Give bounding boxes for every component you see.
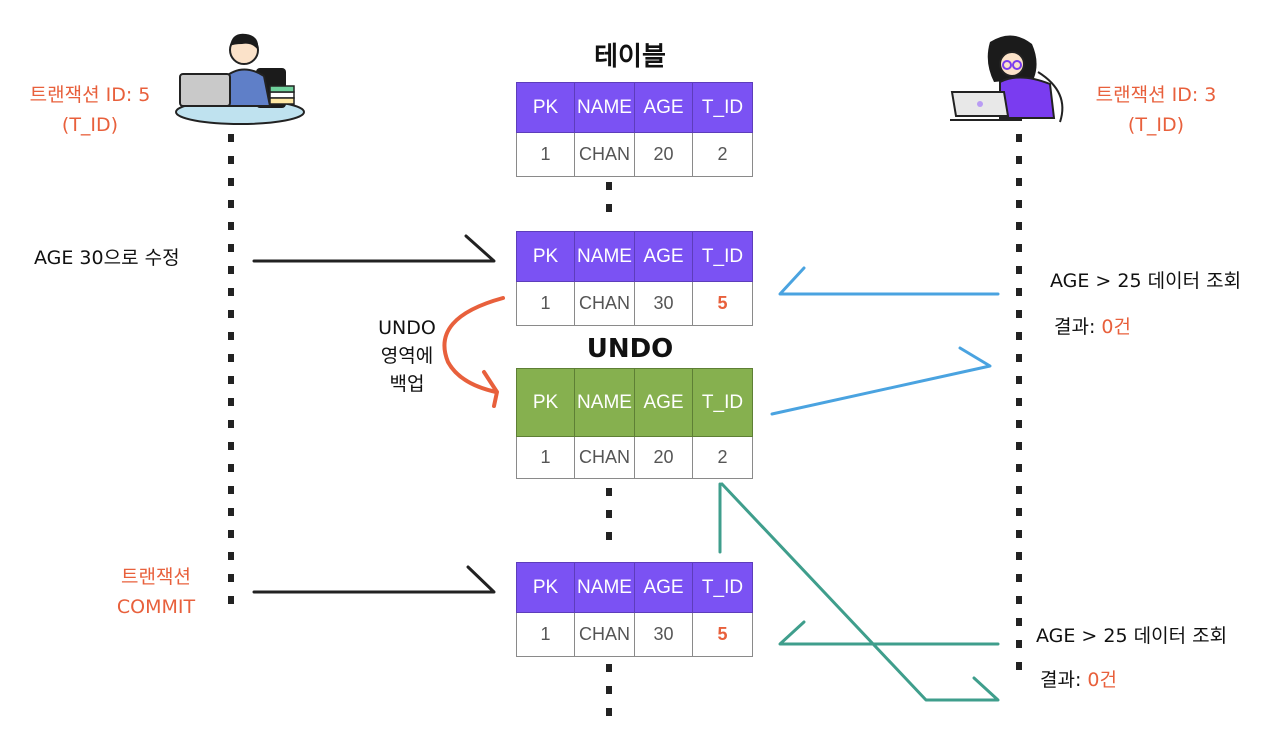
result-2: 결과: 0건 [1040,665,1117,695]
undo-note-line-3: 백업 [389,373,425,395]
col-header-tid: T_ID [692,562,753,613]
col-header-tid: T_ID [692,368,753,437]
cell-age: 20 [634,436,693,479]
cell-tid: 2 [692,436,753,479]
left-transaction-sub: (T_ID) [61,114,119,136]
undo-backup-note: UNDO 영역에 백업 [362,314,452,398]
cell-pk: 1 [516,436,575,479]
center-connector-1 [606,182,612,226]
commit-arrow [252,565,496,594]
col-header-pk: PK [516,231,575,282]
col-header-tid: T_ID [692,82,753,133]
right-timeline [1016,134,1022,684]
right-transaction-id: 트랜잭션 ID: 3 [1095,84,1217,106]
commit-line-1: 트랜잭션 [121,566,191,588]
developer-woman-illustration [950,32,1080,127]
result-1-label: 결과: [1054,316,1096,338]
cell-name: CHAN [574,612,635,657]
col-header-age: AGE [634,368,693,437]
table-committed: PK NAME AGE T_ID 1 CHAN 30 5 [516,562,753,657]
query-2-request-arrow [778,620,1000,646]
right-transaction-sub: (T_ID) [1127,114,1185,136]
query-1-request-arrow [778,266,1000,296]
col-header-pk: PK [516,562,575,613]
cell-name: CHAN [574,281,635,326]
commit-line-2: COMMIT [116,596,196,618]
commit-event-label: 트랜잭션 COMMIT [100,562,212,622]
table-updated: PK NAME AGE T_ID 1 CHAN 30 5 [516,231,753,326]
developer-illustration [172,28,308,128]
cell-age: 20 [634,132,693,177]
update-event-label: AGE 30으로 수정 [34,247,180,269]
col-header-tid: T_ID [692,231,753,282]
cell-tid: 5 [692,281,753,326]
cell-pk: 1 [516,132,575,177]
update-arrow [252,234,496,263]
undo-backup-arrow [442,296,505,394]
table-undo: PK NAME AGE T_ID 1 CHAN 20 2 [516,368,753,479]
col-header-name: NAME [574,368,635,437]
result-2-value: 0건 [1087,669,1117,691]
cell-pk: 1 [516,612,575,657]
cell-age: 30 [634,612,693,657]
undo-note-line-2: 영역에 [380,345,434,367]
left-transaction-label: 트랜잭션 ID: 5 (T_ID) [10,80,170,140]
table-title: 테이블 [594,42,666,72]
result-1-value: 0건 [1101,316,1131,338]
center-connector-2 [606,488,612,554]
cell-tid: 5 [692,612,753,657]
result-1: 결과: 0건 [1054,312,1131,342]
left-transaction-id: 트랜잭션 ID: 5 [29,84,151,106]
cell-name: CHAN [574,436,635,479]
cell-tid: 2 [692,132,753,177]
cell-name: CHAN [574,132,635,177]
result-2-label: 결과: [1040,669,1082,691]
right-transaction-label: 트랜잭션 ID: 3 (T_ID) [1076,80,1236,140]
center-connector-3 [606,664,612,730]
table-initial: PK NAME AGE T_ID 1 CHAN 20 2 [516,82,753,177]
undo-backup-arrowhead [482,370,499,408]
col-header-pk: PK [516,368,575,437]
undo-title: UNDO [586,334,674,364]
col-header-name: NAME [574,82,635,133]
query-2-response-arrow [720,482,1000,702]
cell-age: 30 [634,281,693,326]
col-header-age: AGE [634,82,693,133]
query-1-label: AGE > 25 데이터 조회 [1050,270,1242,292]
undo-note-line-1: UNDO [378,317,436,339]
col-header-age: AGE [634,231,693,282]
query-2-label: AGE > 25 데이터 조회 [1036,625,1228,647]
query-1-response-arrow [770,346,992,416]
left-timeline [228,134,234,618]
